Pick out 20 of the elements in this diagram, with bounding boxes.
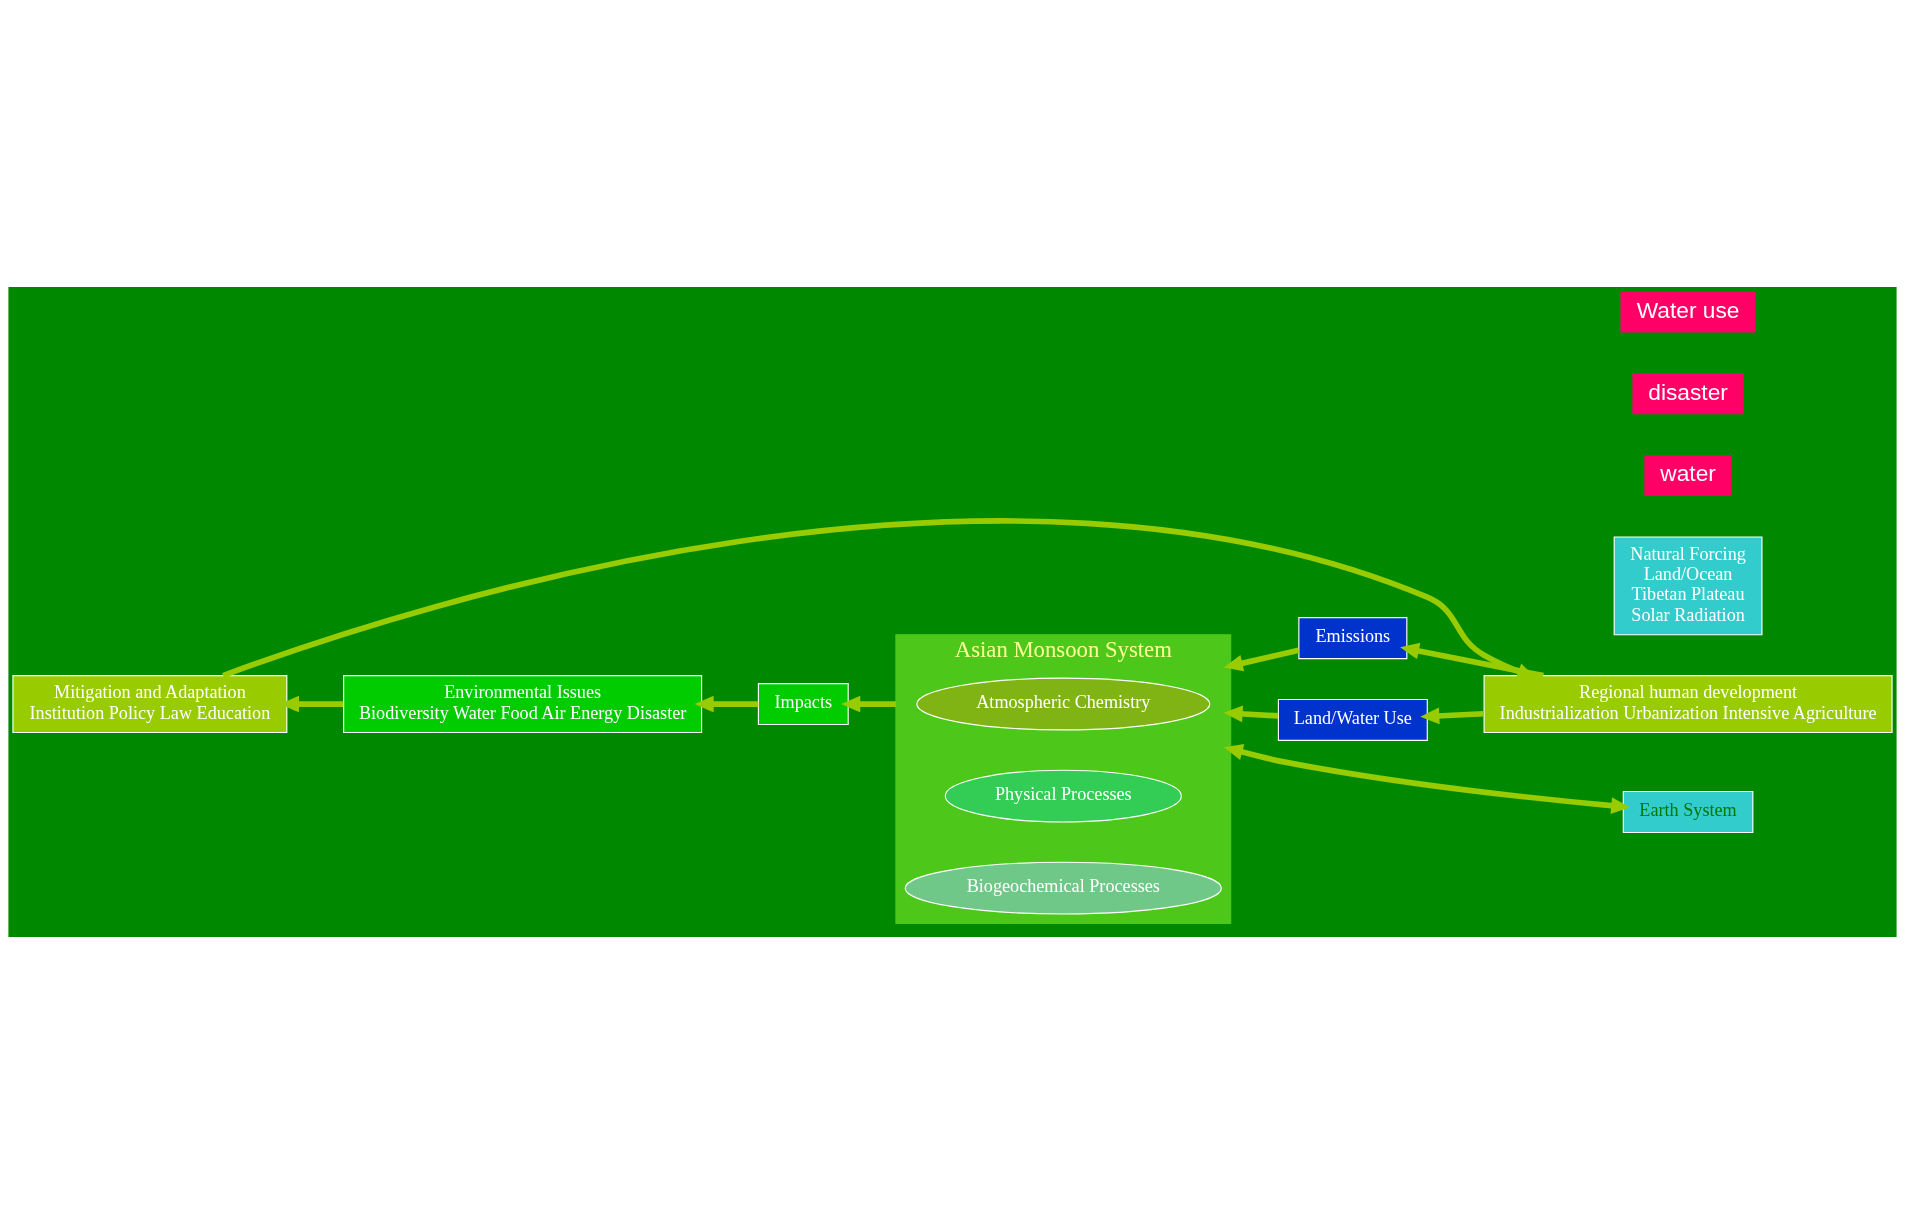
node-ellipse: Biogeochemical Processes — [904, 861, 1222, 915]
node-ellipse: Physical Processes — [944, 769, 1182, 823]
arrow — [1223, 743, 1631, 814]
arrow — [1223, 705, 1279, 723]
node-box: Impacts — [757, 683, 849, 726]
node-box: Earth System — [1622, 790, 1754, 834]
label: disaster — [1648, 378, 1728, 405]
arrow — [841, 695, 896, 713]
node-ellipse: Atmospheric Chemistry — [916, 677, 1211, 731]
node-box: Emissions — [1298, 617, 1408, 660]
node-box: Natural Forcing Land/Ocean Tibetan Plateau Solar Radiation — [1613, 536, 1763, 636]
node-box: Land/Water Use — [1277, 698, 1428, 741]
label: Water use — [1636, 296, 1740, 323]
node-box: Regional human development Industrialization Urbanization Intensive Agriculture — [1483, 675, 1893, 734]
arrow — [1420, 707, 1484, 725]
arrow — [1223, 647, 1300, 672]
label: water — [1660, 460, 1716, 487]
node-box: Mitigation and Adaptation Institution Policy Law Education — [12, 675, 288, 734]
node-box: Environmental Issues Biodiversity Water Food Air Energy Disaster — [343, 675, 703, 734]
arrow — [694, 695, 759, 713]
